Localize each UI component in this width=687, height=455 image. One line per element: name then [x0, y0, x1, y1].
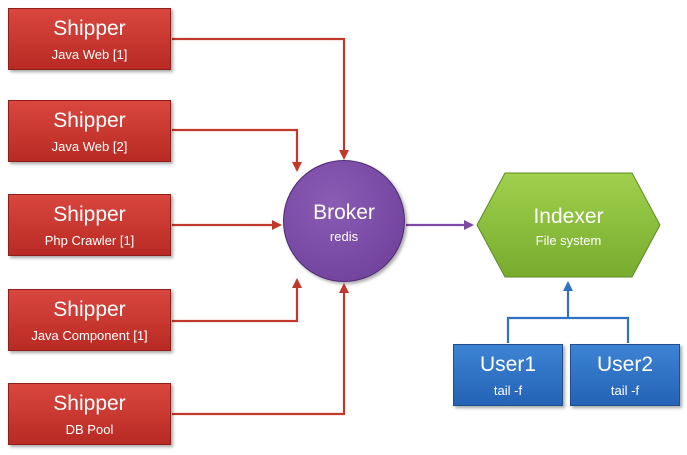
arrow-shipper-5-broker [172, 283, 349, 416]
shipper-title: Shipper [53, 17, 126, 40]
shipper-title: Shipper [53, 109, 126, 132]
indexer-subtitle: File system [535, 233, 602, 248]
arrow-shipper-1-broker [172, 37, 349, 160]
shipper-node-4: Shipper Java Component [1] [8, 289, 171, 351]
user-node-1: User1 tail -f [453, 344, 563, 406]
user-subtitle: tail -f [493, 383, 523, 398]
shipper-subtitle: DB Pool [65, 422, 114, 437]
broker-node: Broker redis [283, 160, 405, 282]
shipper-node-1: Shipper Java Web [1] [8, 8, 171, 70]
user-node-2: User2 tail -f [570, 344, 680, 406]
indexer-hexagon-shape [476, 172, 661, 278]
shipper-node-2: Shipper Java Web [2] [8, 100, 171, 162]
user-subtitle: tail -f [610, 383, 640, 398]
indexer-node: Indexer File system [475, 171, 662, 279]
shipper-subtitle: Java Web [2] [51, 139, 128, 154]
shipper-subtitle: Java Web [1] [51, 47, 128, 62]
shipper-node-5: Shipper DB Pool [8, 383, 171, 445]
shipper-subtitle: Java Component [1] [31, 328, 148, 343]
user-title: User1 [479, 353, 537, 376]
user-title: User2 [596, 353, 654, 376]
broker-title: Broker [313, 201, 375, 224]
shipper-title: Shipper [53, 392, 126, 415]
shipper-subtitle: Php Crawler [1] [44, 233, 135, 248]
indexer-title: Indexer [533, 205, 604, 228]
shipper-node-3: Shipper Php Crawler [1] [8, 194, 171, 256]
connector-users-bracket [506, 316, 630, 343]
shipper-title: Shipper [53, 298, 126, 321]
arrow-shipper-4-broker [172, 278, 302, 323]
broker-subtitle: redis [329, 229, 359, 244]
shipper-title: Shipper [53, 203, 126, 226]
arrow-shipper-2-broker [172, 128, 302, 172]
